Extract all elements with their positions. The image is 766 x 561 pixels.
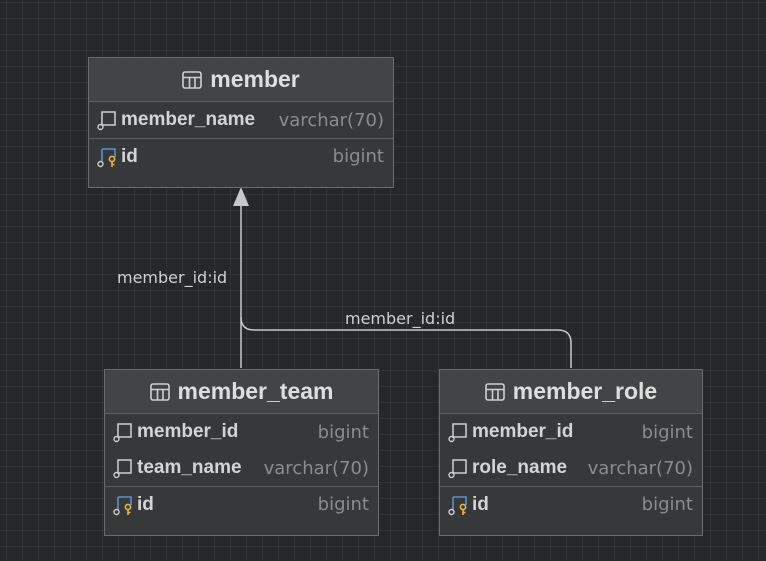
column-name: id xyxy=(472,493,489,515)
table-header: member_team xyxy=(105,370,378,414)
column-name: member_id xyxy=(472,421,574,442)
column-row-id[interactable]: id bigint xyxy=(105,486,378,522)
primary-key-column-icon xyxy=(96,146,118,168)
table-icon xyxy=(484,382,505,401)
column-type: bigint xyxy=(332,146,384,167)
column-name: role_name xyxy=(472,457,568,478)
column-name: member_id xyxy=(137,421,239,442)
table-title: member_role xyxy=(512,378,658,404)
column-row-team-name[interactable]: team_name varchar(70) xyxy=(105,450,378,486)
primary-key-column-icon xyxy=(447,494,469,516)
column-icon xyxy=(112,457,134,479)
column-row-member-id[interactable]: member_id bigint xyxy=(440,414,702,450)
connector-member-role-to-member[interactable] xyxy=(240,316,572,368)
table-member-team[interactable]: member_team member_id bigint team_name v… xyxy=(104,369,379,536)
column-name: member_name xyxy=(121,109,256,130)
column-type: bigint xyxy=(641,421,693,443)
column-row-member-id[interactable]: member_id bigint xyxy=(105,414,378,450)
table-member[interactable]: member member_name varchar(70) id bigint xyxy=(88,57,394,188)
column-name: team_name xyxy=(137,457,242,478)
column-row-id[interactable]: id bigint xyxy=(440,486,702,522)
table-title: member xyxy=(210,66,300,92)
column-type: bigint xyxy=(317,421,369,443)
column-type: varchar(70) xyxy=(587,457,693,479)
column-icon xyxy=(96,109,118,131)
arrowhead-icon xyxy=(233,187,249,206)
table-icon xyxy=(149,382,170,401)
relationship-label-member-team: member_id:id xyxy=(117,268,228,287)
relationship-label-member-role: member_id:id xyxy=(345,309,456,328)
table-title: member_team xyxy=(177,378,334,404)
column-type: bigint xyxy=(317,494,369,515)
column-row-role-name[interactable]: role_name varchar(70) xyxy=(440,450,702,486)
table-header: member_role xyxy=(440,370,702,414)
column-row-member-name[interactable]: member_name varchar(70) xyxy=(89,102,393,138)
column-icon xyxy=(447,421,469,443)
column-name: id xyxy=(121,145,138,167)
column-icon xyxy=(112,421,134,443)
primary-key-column-icon xyxy=(112,494,134,516)
column-row-id[interactable]: id bigint xyxy=(89,138,393,174)
table-header: member xyxy=(89,58,393,102)
column-type: varchar(70) xyxy=(263,457,369,479)
table-member-role[interactable]: member_role member_id bigint role_name v… xyxy=(439,369,703,536)
column-icon xyxy=(447,457,469,479)
column-type: varchar(70) xyxy=(278,109,384,131)
table-icon xyxy=(182,70,203,89)
column-name: id xyxy=(137,493,154,515)
column-type: bigint xyxy=(641,494,693,515)
